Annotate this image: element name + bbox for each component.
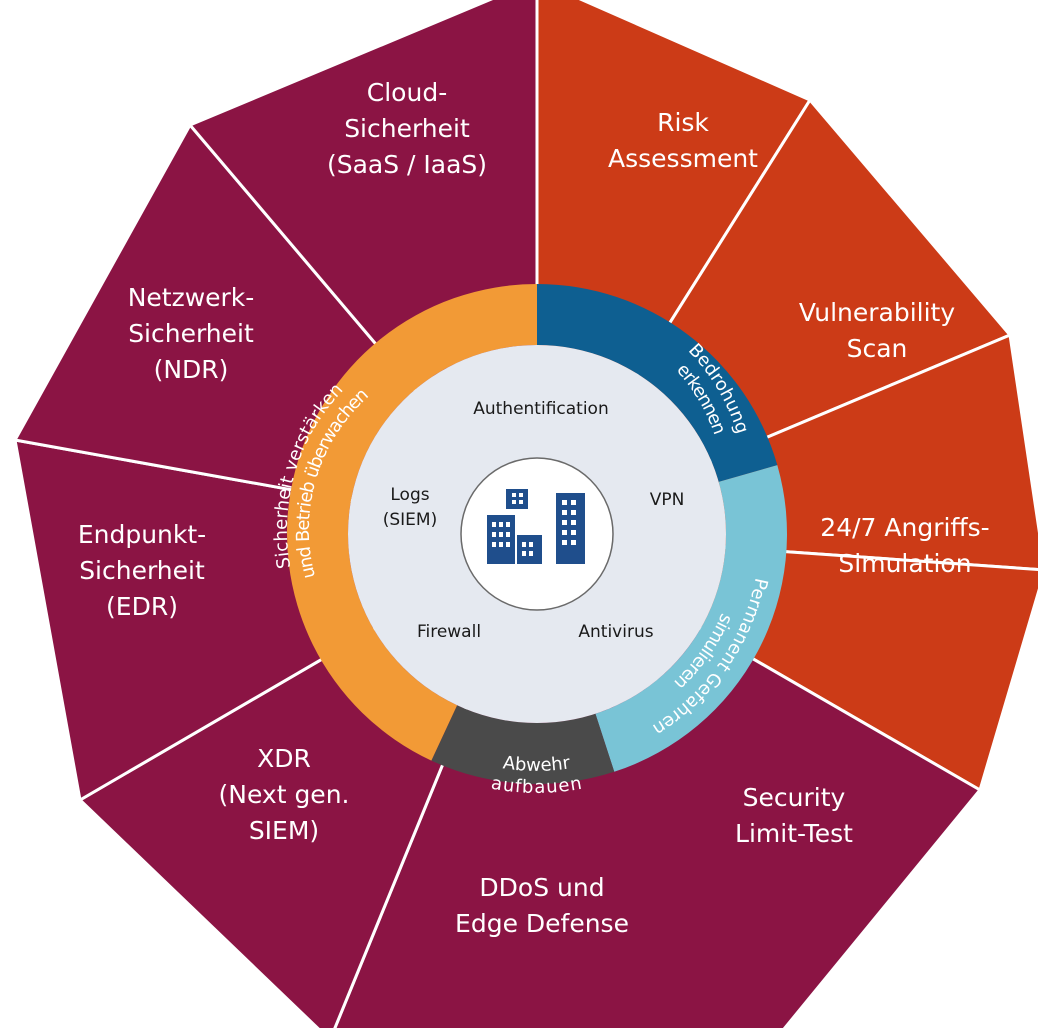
outer-label-attack-sim: 24/7 Angriffs-Simulation — [820, 513, 989, 578]
outer-label-xdr: XDR(Next gen.SIEM) — [219, 744, 350, 845]
ring-label-defense-2: aufbauen — [490, 773, 584, 798]
ring-segment-strengthen — [286, 284, 537, 761]
outer-label-network: Netzwerk-Sicherheit(NDR) — [128, 283, 255, 384]
core-label-firewall: Firewall — [417, 622, 481, 642]
core-label-logs: Logs — [390, 485, 429, 505]
outer-label-endpoint: Endpunkt-Sicherheit(EDR) — [78, 520, 206, 621]
center-circle — [460, 457, 614, 611]
core-label-antivirus: Antivirus — [578, 622, 653, 642]
ring-segment-simulate — [595, 465, 788, 772]
ring-label-defense: Abwehr — [502, 752, 572, 776]
office-buildings-icon — [487, 489, 585, 564]
core: Authentification VPN Antivirus Firewall … — [348, 345, 726, 723]
ring-segment-defense — [431, 705, 615, 785]
core-label-logs-siem: (SIEM) — [383, 510, 437, 530]
core-label-vpn: VPN — [650, 490, 685, 510]
ring-segment-detect — [537, 284, 778, 482]
core-label-authentification: Authentification — [473, 399, 609, 419]
outer-label-cloud: Cloud-Sicherheit(SaaS / IaaS) — [327, 78, 487, 179]
inner-ring: Bedrohung erkennen Permanent Gefahren si… — [271, 284, 788, 798]
